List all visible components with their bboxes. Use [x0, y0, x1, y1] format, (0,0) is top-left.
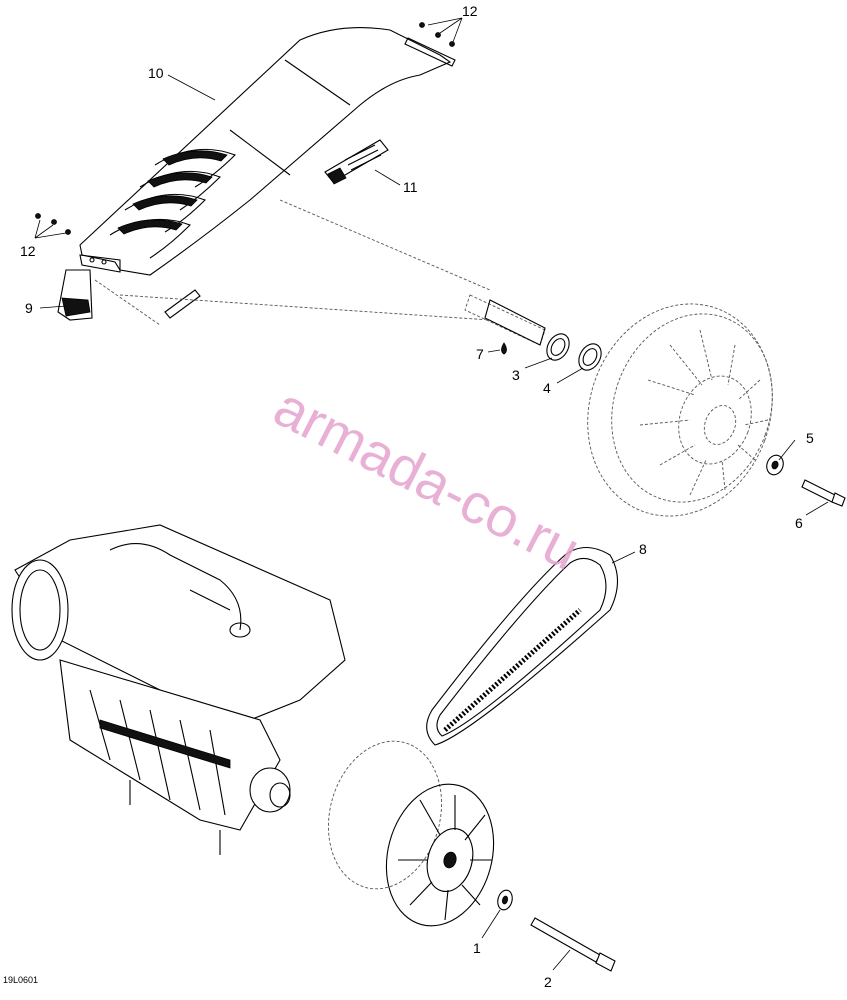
lubricant-drop-icon — [501, 342, 507, 355]
callout-10: 10 — [148, 65, 164, 81]
callout-12-top: 12 — [462, 3, 478, 19]
watermark-text: armada-co.ru — [265, 375, 590, 582]
callout-9: 9 — [25, 300, 33, 316]
nuts-top — [419, 22, 455, 47]
belt-guard-part — [79, 26, 456, 276]
bolt-2 — [530, 917, 616, 972]
callout-8: 8 — [639, 541, 647, 557]
bolt-6 — [801, 479, 846, 507]
callout-2: 2 — [544, 974, 552, 990]
callout-4: 4 — [543, 380, 551, 396]
callout-6: 6 — [795, 515, 803, 531]
spacer-ring-3 — [546, 333, 570, 361]
callout-3: 3 — [512, 367, 520, 383]
bracket-part — [57, 269, 201, 326]
callout-11: 11 — [403, 179, 418, 195]
warning-label-part — [324, 139, 389, 185]
drive-pulley — [327, 740, 495, 927]
spacer-ring-4 — [578, 343, 602, 371]
diagram-reference-code: 19L0601 — [3, 975, 38, 985]
driven-pulley — [587, 303, 773, 517]
callout-1: 1 — [473, 940, 481, 956]
washer-1 — [497, 889, 513, 911]
callout-labels: 1 2 3 4 5 6 7 8 9 10 11 12 12 — [20, 3, 814, 990]
callout-12-left: 12 — [20, 243, 36, 259]
leader-lines — [34, 17, 829, 971]
guard-alignment-line — [119, 199, 491, 321]
washer-5 — [766, 454, 784, 476]
engine-assembly — [11, 524, 346, 855]
nuts-left — [35, 213, 71, 235]
callout-5: 5 — [806, 430, 814, 446]
callout-7: 7 — [476, 346, 484, 362]
drive-belt — [426, 546, 619, 746]
driven-shaft — [464, 294, 546, 346]
